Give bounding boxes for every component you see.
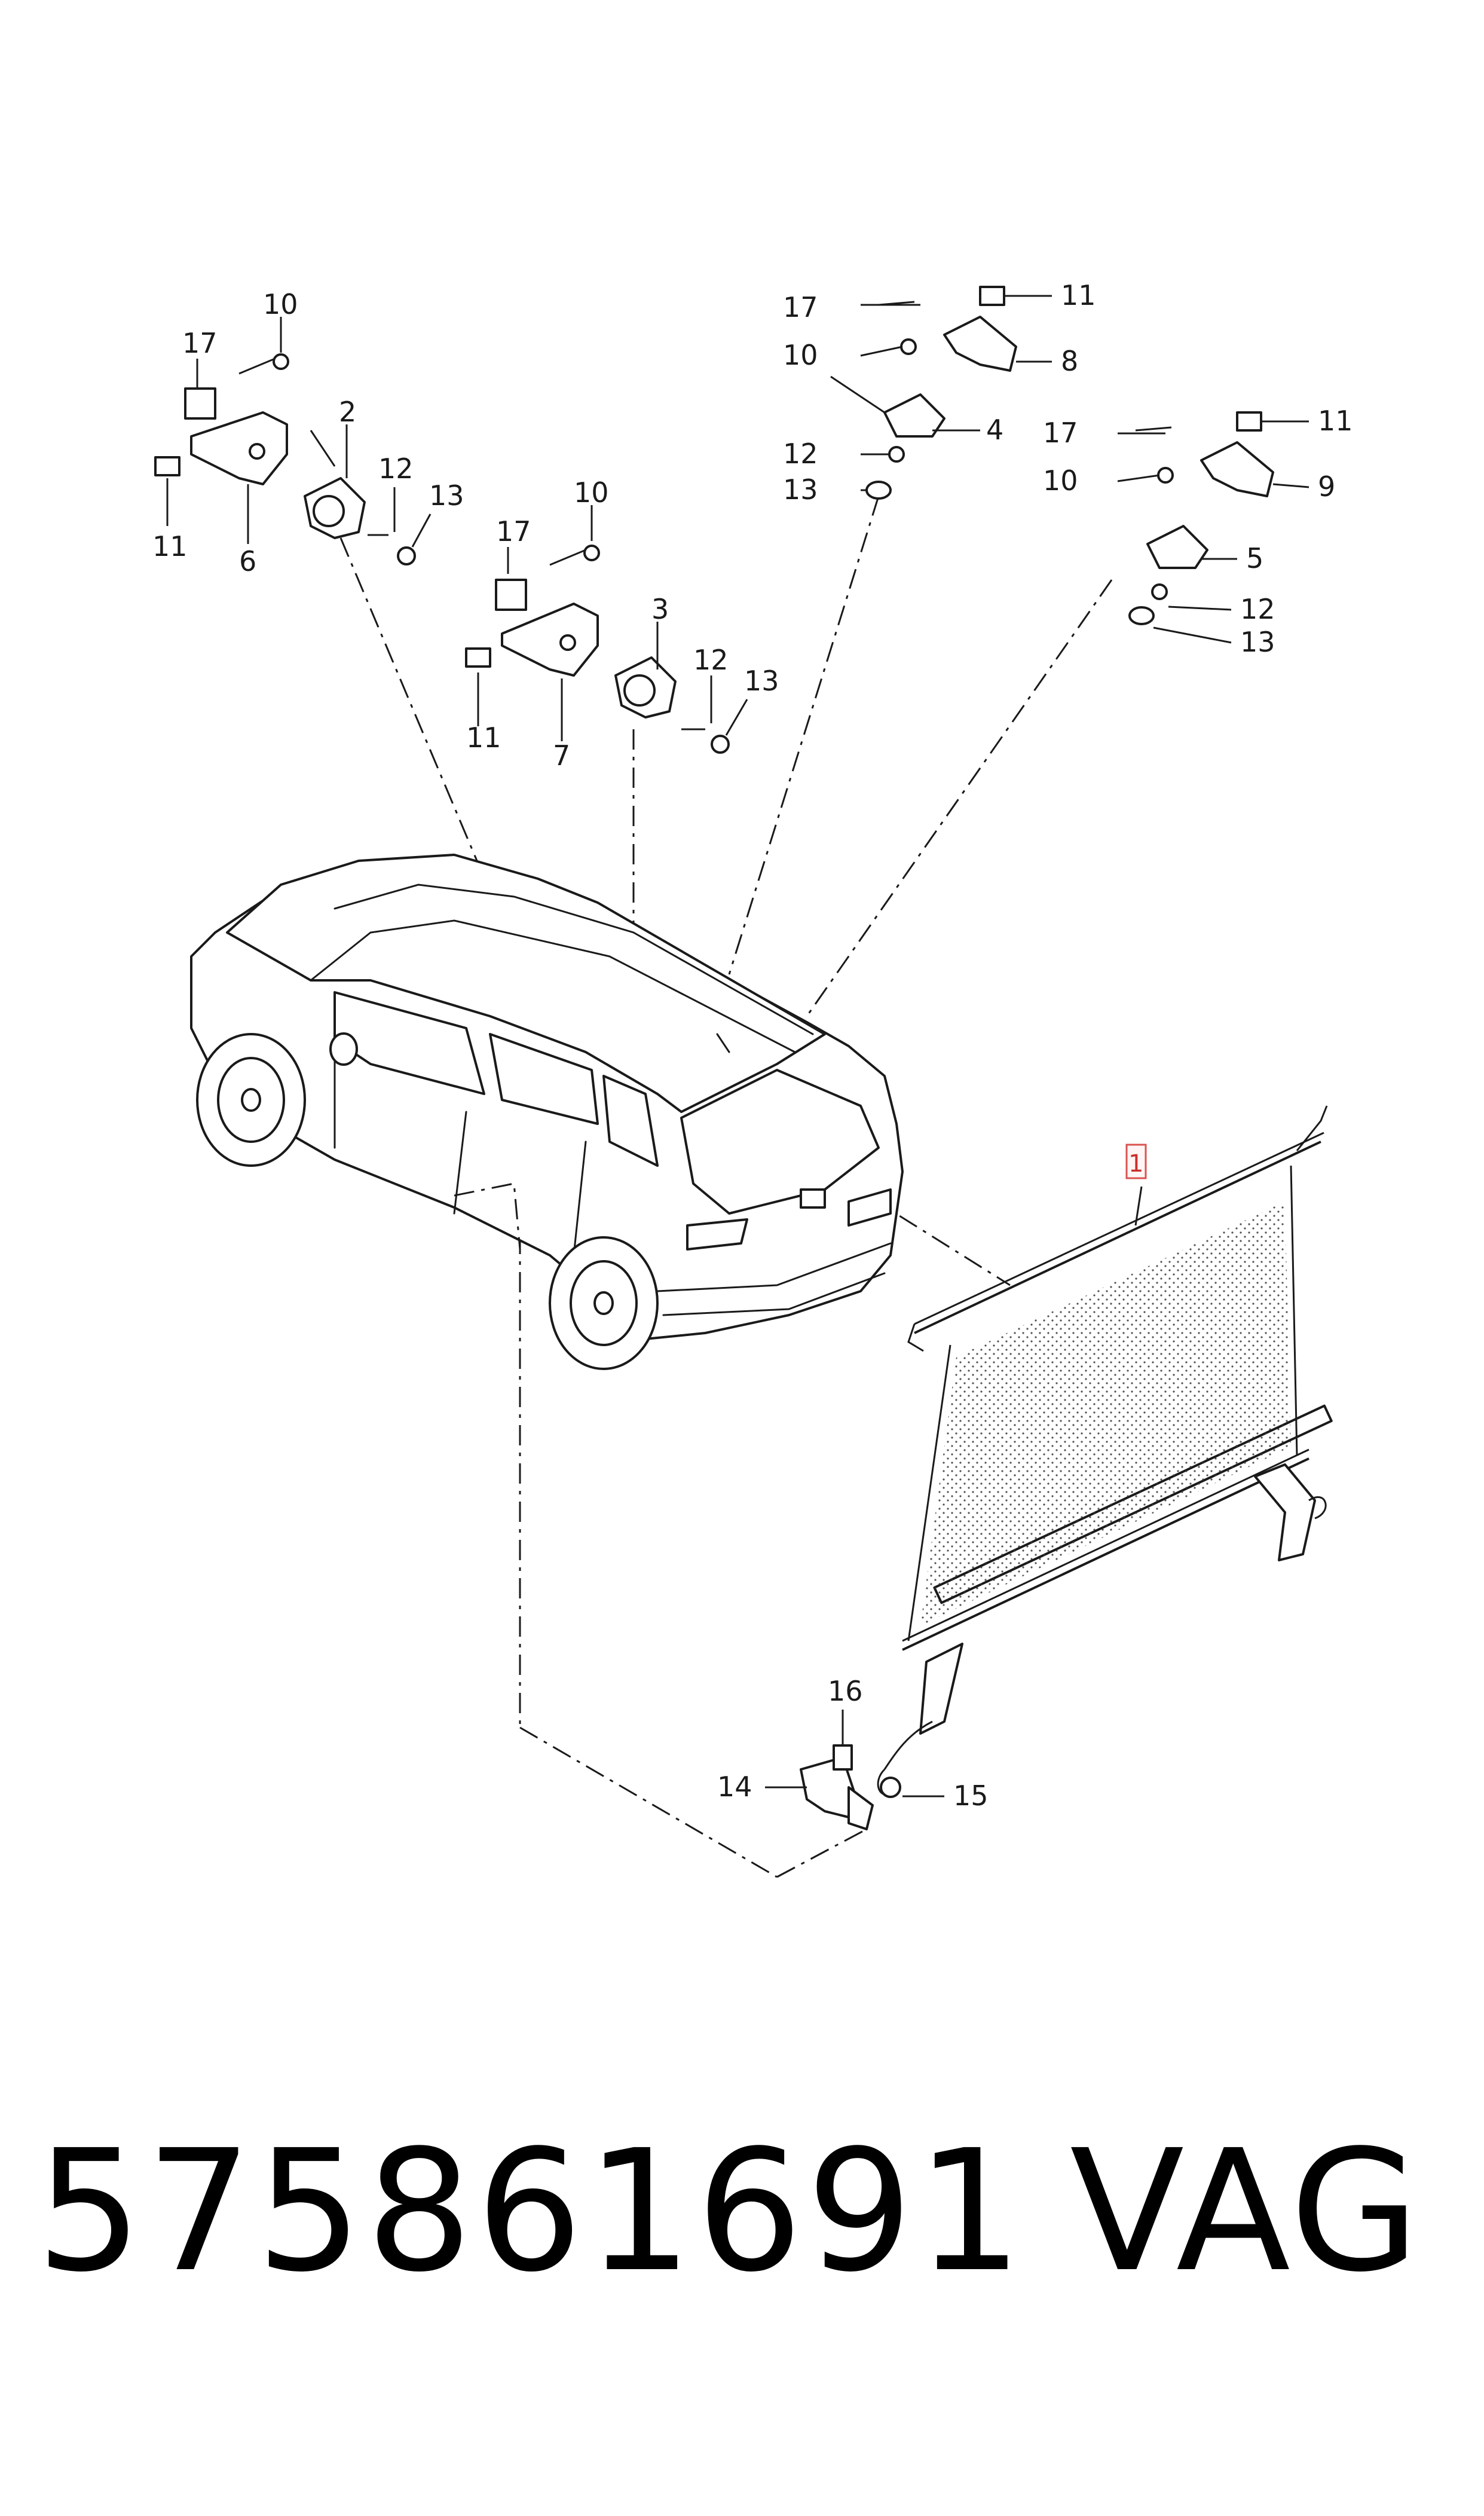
callout-5: 5 bbox=[1246, 542, 1263, 574]
bracket-cluster-left bbox=[154, 353, 416, 565]
leader-lines bbox=[166, 295, 1309, 1797]
callout-13: 13 bbox=[429, 479, 464, 512]
callout-12: 12 bbox=[783, 438, 818, 470]
callout-12: 12 bbox=[378, 453, 414, 485]
callout-11: 11 bbox=[1318, 405, 1353, 437]
callout-10: 10 bbox=[263, 288, 298, 320]
brand-label: VAG bbox=[1070, 2114, 1422, 2309]
callout-10: 10 bbox=[783, 339, 818, 371]
front-wheel bbox=[196, 1033, 306, 1167]
callout-7: 7 bbox=[553, 739, 570, 772]
callout-4: 4 bbox=[986, 414, 1003, 446]
callout-11: 11 bbox=[152, 530, 188, 562]
luggage-net-assembly bbox=[877, 1105, 1333, 1796]
rear-wheel bbox=[549, 1236, 659, 1370]
callout-13: 13 bbox=[783, 473, 818, 506]
callout-labels: 10 17 2 12 13 11 6 10 17 3 12 13 11 7 17… bbox=[152, 279, 1353, 1812]
callout-2: 2 bbox=[339, 396, 356, 428]
bracket-cluster-center bbox=[465, 545, 730, 754]
callout-11: 11 bbox=[466, 722, 501, 754]
callout-17: 17 bbox=[496, 515, 531, 548]
callout-12: 12 bbox=[693, 644, 729, 676]
bracket-cluster-right bbox=[1128, 411, 1274, 625]
callout-15: 15 bbox=[953, 1780, 989, 1812]
callout-10: 10 bbox=[574, 476, 609, 509]
callout-16: 16 bbox=[828, 1675, 863, 1707]
callout-9: 9 bbox=[1318, 470, 1335, 503]
callout-17: 17 bbox=[182, 327, 218, 359]
callout-10: 10 bbox=[1043, 464, 1078, 497]
bracket-cluster-right-top bbox=[830, 286, 1017, 500]
callout-17: 17 bbox=[1043, 417, 1078, 449]
highlighted-callout-1[interactable]: 1 bbox=[1125, 1144, 1147, 1179]
callout-17: 17 bbox=[783, 291, 818, 323]
lower-bracket bbox=[800, 1744, 901, 1830]
callout-8: 8 bbox=[1061, 345, 1078, 377]
callout-6: 6 bbox=[239, 545, 256, 577]
callout-13: 13 bbox=[744, 665, 779, 697]
vehicle-illustration bbox=[190, 854, 904, 1370]
callout-14: 14 bbox=[717, 1771, 752, 1803]
part-number: 575861691 bbox=[36, 2114, 1027, 2309]
callout-1: 1 bbox=[1128, 1150, 1143, 1178]
callout-11: 11 bbox=[1061, 279, 1096, 311]
callout-13: 13 bbox=[1240, 626, 1275, 658]
callout-12: 12 bbox=[1240, 593, 1275, 625]
callout-3: 3 bbox=[651, 593, 669, 625]
